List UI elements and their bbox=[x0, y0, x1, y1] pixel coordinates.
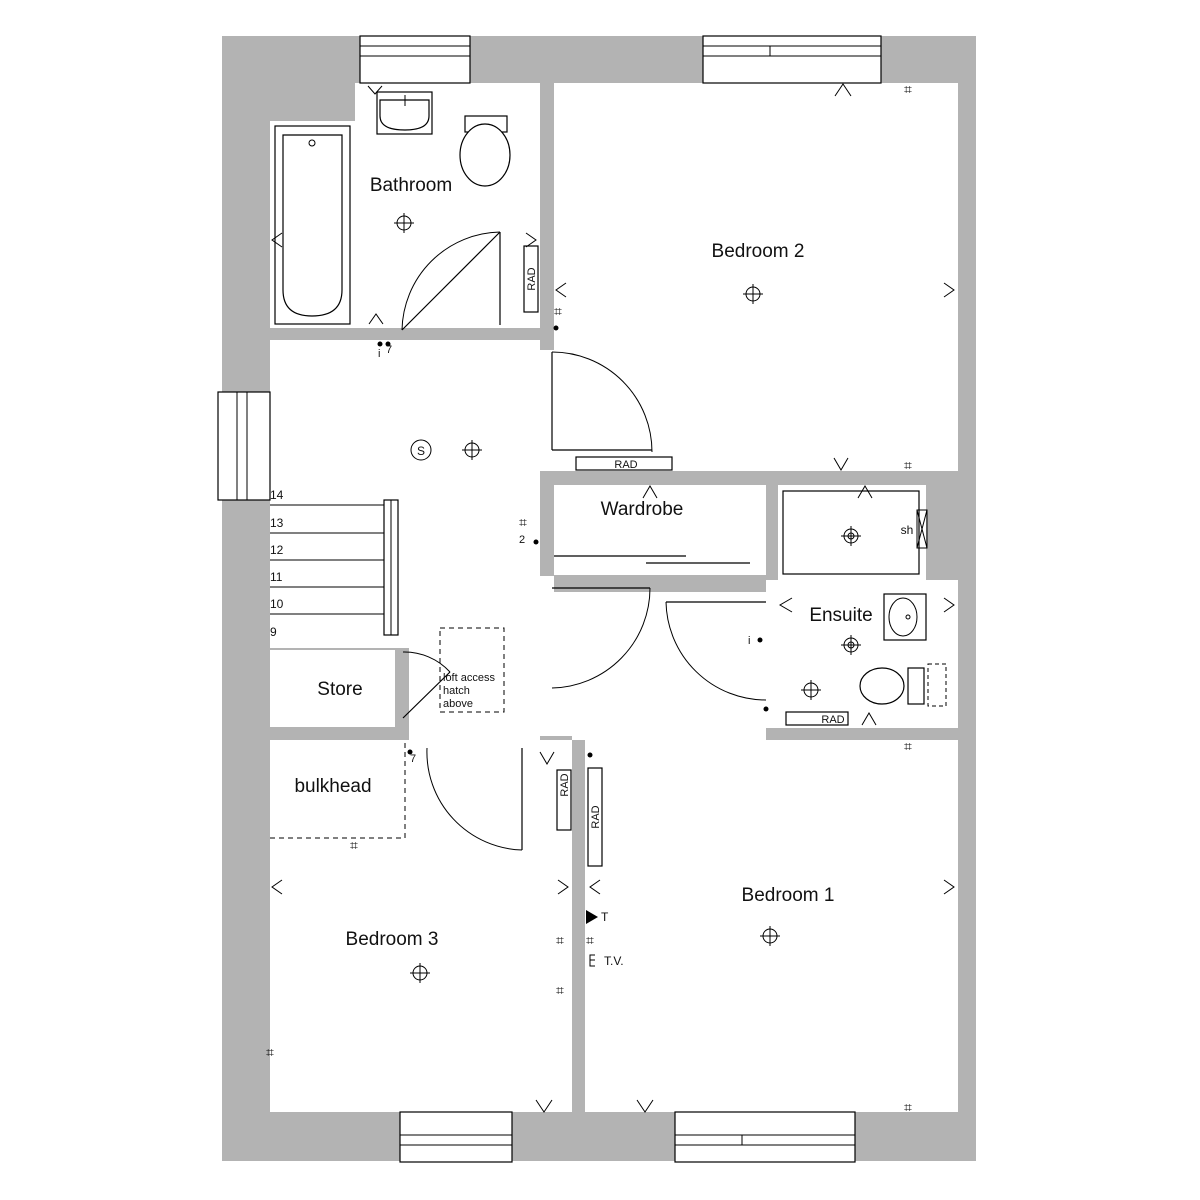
loft-hatch-note: loft access hatch above bbox=[443, 672, 495, 710]
svg-text:T.V.: T.V. bbox=[604, 954, 624, 968]
label-bedroom-1: Bedroom 1 bbox=[742, 885, 835, 906]
svg-text:7: 7 bbox=[410, 753, 416, 765]
svg-text:loft access: loft access bbox=[443, 672, 495, 684]
svg-text:⌗: ⌗ bbox=[904, 458, 912, 474]
svg-text:2: 2 bbox=[519, 534, 525, 546]
svg-text:12: 12 bbox=[270, 543, 284, 557]
wardrobe bbox=[554, 485, 766, 575]
svg-text:⌗: ⌗ bbox=[554, 304, 562, 320]
svg-text:7: 7 bbox=[386, 344, 392, 356]
svg-text:14: 14 bbox=[270, 488, 284, 502]
wall-marks bbox=[271, 83, 955, 1113]
staircase: 14 13 12 11 10 9 bbox=[270, 488, 399, 639]
svg-text:⌗: ⌗ bbox=[266, 1045, 274, 1061]
window-bedroom-1 bbox=[674, 1111, 856, 1163]
svg-text:T: T bbox=[601, 910, 609, 924]
svg-text:RAD: RAD bbox=[821, 714, 844, 726]
socket-icons: ⌗ ⌗ ⌗ ⌗ ⌗ ⌗ ⌗ ⌗ ⌗ ⌗ ⌗ bbox=[266, 82, 912, 1116]
svg-text:RAD: RAD bbox=[559, 773, 571, 796]
ceiling-light-ensuite bbox=[841, 635, 861, 655]
radiator-bathroom: RAD bbox=[523, 245, 539, 313]
svg-text:13: 13 bbox=[270, 516, 284, 530]
svg-text:i: i bbox=[378, 348, 380, 360]
window-bedroom-2 bbox=[702, 35, 882, 84]
label-bathroom: Bathroom bbox=[370, 175, 452, 196]
window-bedroom-3 bbox=[399, 1111, 513, 1163]
ceiling-light-bedroom-1 bbox=[760, 926, 780, 946]
svg-text:⌗: ⌗ bbox=[904, 739, 912, 755]
svg-text:above: above bbox=[443, 698, 473, 710]
window-landing bbox=[217, 391, 271, 501]
landing-left bbox=[409, 650, 540, 740]
window-bathroom bbox=[359, 35, 471, 84]
bathroom-wc bbox=[459, 115, 511, 187]
svg-text:11: 11 bbox=[270, 570, 283, 584]
ensuite-basin bbox=[883, 593, 927, 641]
svg-text:S: S bbox=[417, 444, 425, 458]
svg-text:RAD: RAD bbox=[526, 267, 538, 290]
svg-text:⌗: ⌗ bbox=[556, 983, 564, 999]
label-ensuite: Ensuite bbox=[809, 605, 872, 626]
svg-text:⌗: ⌗ bbox=[904, 1100, 912, 1116]
bulkhead-outline bbox=[270, 740, 406, 839]
bedroom-1 bbox=[585, 740, 958, 1112]
tv-point-icon: T.V. bbox=[589, 954, 624, 968]
label-bedroom-2: Bedroom 2 bbox=[712, 241, 805, 262]
radiator-bedroom-2: RAD bbox=[575, 456, 673, 471]
ensuite-wc bbox=[859, 663, 947, 707]
label-shower: sh bbox=[901, 523, 914, 537]
svg-text:RAD: RAD bbox=[590, 805, 602, 828]
svg-text:9: 9 bbox=[270, 625, 277, 639]
door-landing-right bbox=[551, 587, 651, 689]
door-bedroom-2 bbox=[551, 351, 653, 453]
door-ensuite bbox=[665, 601, 767, 701]
ceiling-light-bedroom-2 bbox=[743, 284, 763, 304]
label-wardrobe: Wardrobe bbox=[601, 499, 684, 520]
svg-text:10: 10 bbox=[270, 597, 284, 611]
store bbox=[270, 650, 395, 727]
svg-text:⌗: ⌗ bbox=[904, 82, 912, 98]
label-bedroom-3: Bedroom 3 bbox=[346, 929, 439, 950]
svg-text:⌗: ⌗ bbox=[519, 515, 527, 531]
ceiling-light-ensuite-2 bbox=[801, 680, 821, 700]
radiator-landing: RAD bbox=[556, 769, 572, 831]
door-store bbox=[402, 651, 451, 719]
ceiling-light-shower bbox=[841, 526, 861, 546]
smoke-detector-icon: S bbox=[410, 439, 432, 461]
svg-text:RAD: RAD bbox=[614, 459, 637, 471]
switch-marks: i 7 2 i 7 bbox=[377, 325, 769, 765]
radiator-bedroom-1: RAD bbox=[587, 767, 603, 867]
loft-hatch-outline bbox=[439, 627, 505, 713]
thermostat-icon: T bbox=[586, 910, 609, 924]
door-bathroom bbox=[401, 231, 501, 331]
svg-text:i: i bbox=[748, 635, 750, 647]
ceiling-light-bathroom bbox=[394, 213, 414, 233]
svg-text:hatch: hatch bbox=[443, 685, 470, 697]
landing-lower bbox=[540, 592, 585, 688]
landing bbox=[270, 340, 766, 740]
ceiling-light-bedroom-3 bbox=[410, 963, 430, 983]
door-bedroom-3 bbox=[426, 747, 523, 851]
radiator-ensuite: RAD bbox=[785, 711, 849, 726]
svg-text:⌗: ⌗ bbox=[556, 933, 564, 949]
svg-text:⌗: ⌗ bbox=[586, 933, 594, 949]
stairwell bbox=[270, 498, 395, 632]
bedroom-2 bbox=[554, 83, 958, 471]
label-store: Store bbox=[317, 679, 362, 700]
bathtub bbox=[274, 125, 351, 325]
svg-text:⌗: ⌗ bbox=[350, 838, 358, 854]
ceiling-light-landing bbox=[462, 440, 482, 460]
door-wardrobe bbox=[554, 555, 750, 564]
ensuite bbox=[766, 580, 958, 728]
bathroom-basin bbox=[376, 91, 433, 135]
label-bulkhead: bulkhead bbox=[294, 776, 371, 797]
